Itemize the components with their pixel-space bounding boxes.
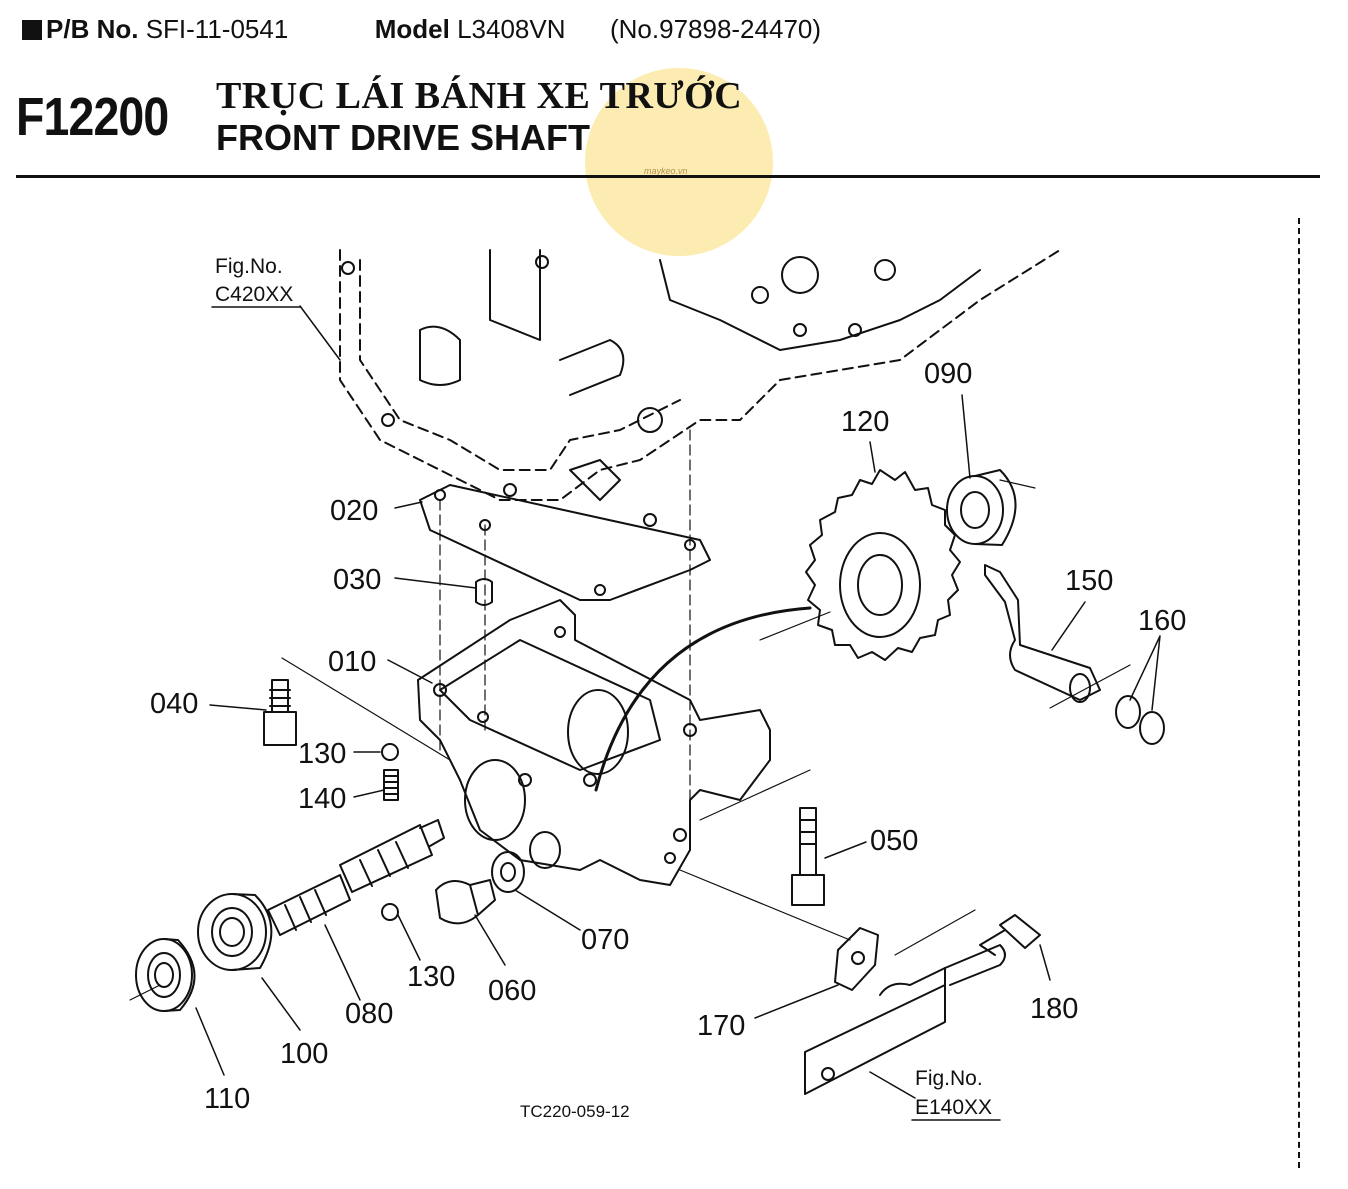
- watermark-text: maykeo.vn: [644, 166, 688, 176]
- part-label-080: 080: [345, 998, 393, 1030]
- center-lines: [129, 429, 1131, 1001]
- model-label: Model: [374, 14, 450, 44]
- pin-030: [475, 578, 493, 606]
- part-label-170: 170: [697, 1010, 745, 1042]
- bolt-180: [979, 914, 1041, 956]
- part-label-130-upper: 130: [298, 738, 346, 770]
- drawing-code: TC220-059-12: [520, 1102, 630, 1121]
- bearing-100: [197, 893, 273, 971]
- section-code: F12200: [16, 87, 169, 147]
- part-label-130-lower: 130: [407, 961, 455, 993]
- header-divider: [16, 175, 1320, 178]
- fig-ref-bottom-value: E140XX: [915, 1096, 992, 1119]
- lever-assembly: [804, 944, 1006, 1095]
- part-label-120: 120: [841, 406, 889, 438]
- part-label-050: 050: [870, 825, 918, 857]
- model-value: L3408VN: [457, 14, 566, 44]
- gasket-020: [419, 484, 711, 601]
- plug-060: [435, 879, 496, 925]
- page-dashed-border: [1298, 218, 1300, 1168]
- bearing-090: [946, 469, 1017, 546]
- fig-ref-top-label: Fig.No.: [215, 255, 283, 278]
- pb-value: SFI-11-0541: [145, 14, 289, 44]
- bolt-040: [263, 679, 297, 746]
- part-label-070: 070: [581, 924, 629, 956]
- o-ring-160a: [1115, 695, 1141, 729]
- part-label-160: 160: [1138, 605, 1186, 637]
- part-label-140: 140: [298, 783, 346, 815]
- part-label-180: 180: [1030, 993, 1078, 1025]
- part-label-100: 100: [280, 1038, 328, 1070]
- part-label-150: 150: [1065, 565, 1113, 597]
- watermark-logo: [585, 68, 773, 256]
- part-number: (No.97898-24470): [609, 14, 822, 44]
- part-label-060: 060: [488, 975, 536, 1007]
- pb-label: P/B No.: [46, 14, 139, 44]
- gear-120: [805, 469, 961, 661]
- part-label-090: 090: [924, 358, 972, 390]
- shaft-080: [267, 819, 445, 936]
- bearing-110: [135, 938, 196, 1012]
- fig-ref-top-value: C420XX: [215, 283, 293, 306]
- ball-130-upper: [381, 743, 399, 761]
- o-ring-160b: [1139, 711, 1165, 745]
- bolt-050: [791, 807, 825, 906]
- plate-170: [834, 927, 879, 991]
- transmission-case-outline: [339, 249, 1061, 501]
- part-label-040: 040: [150, 688, 198, 720]
- transmission-case-detail: [341, 249, 981, 501]
- square-bullet-icon: [22, 20, 42, 40]
- leader-lines: [195, 305, 1161, 1099]
- washer-070: [491, 851, 525, 893]
- shaft-150: [984, 564, 1101, 703]
- section-title-vi: TRỤC LÁI BÁNH XE TRƯỚC: [216, 75, 743, 117]
- section-title-en: FRONT DRIVE SHAFT: [216, 117, 590, 158]
- fig-ref-bottom-label: Fig.No.: [915, 1067, 983, 1090]
- part-label-110: 110: [204, 1083, 250, 1115]
- spring-140: [383, 769, 399, 801]
- ball-130-lower: [381, 903, 399, 921]
- part-label-010: 010: [328, 646, 376, 678]
- header-line: P/B No. SFI-11-0541 Model L3408VN (No.97…: [22, 14, 821, 45]
- housing-010: [417, 599, 771, 886]
- part-label-030: 030: [333, 564, 381, 596]
- part-label-020: 020: [330, 495, 378, 527]
